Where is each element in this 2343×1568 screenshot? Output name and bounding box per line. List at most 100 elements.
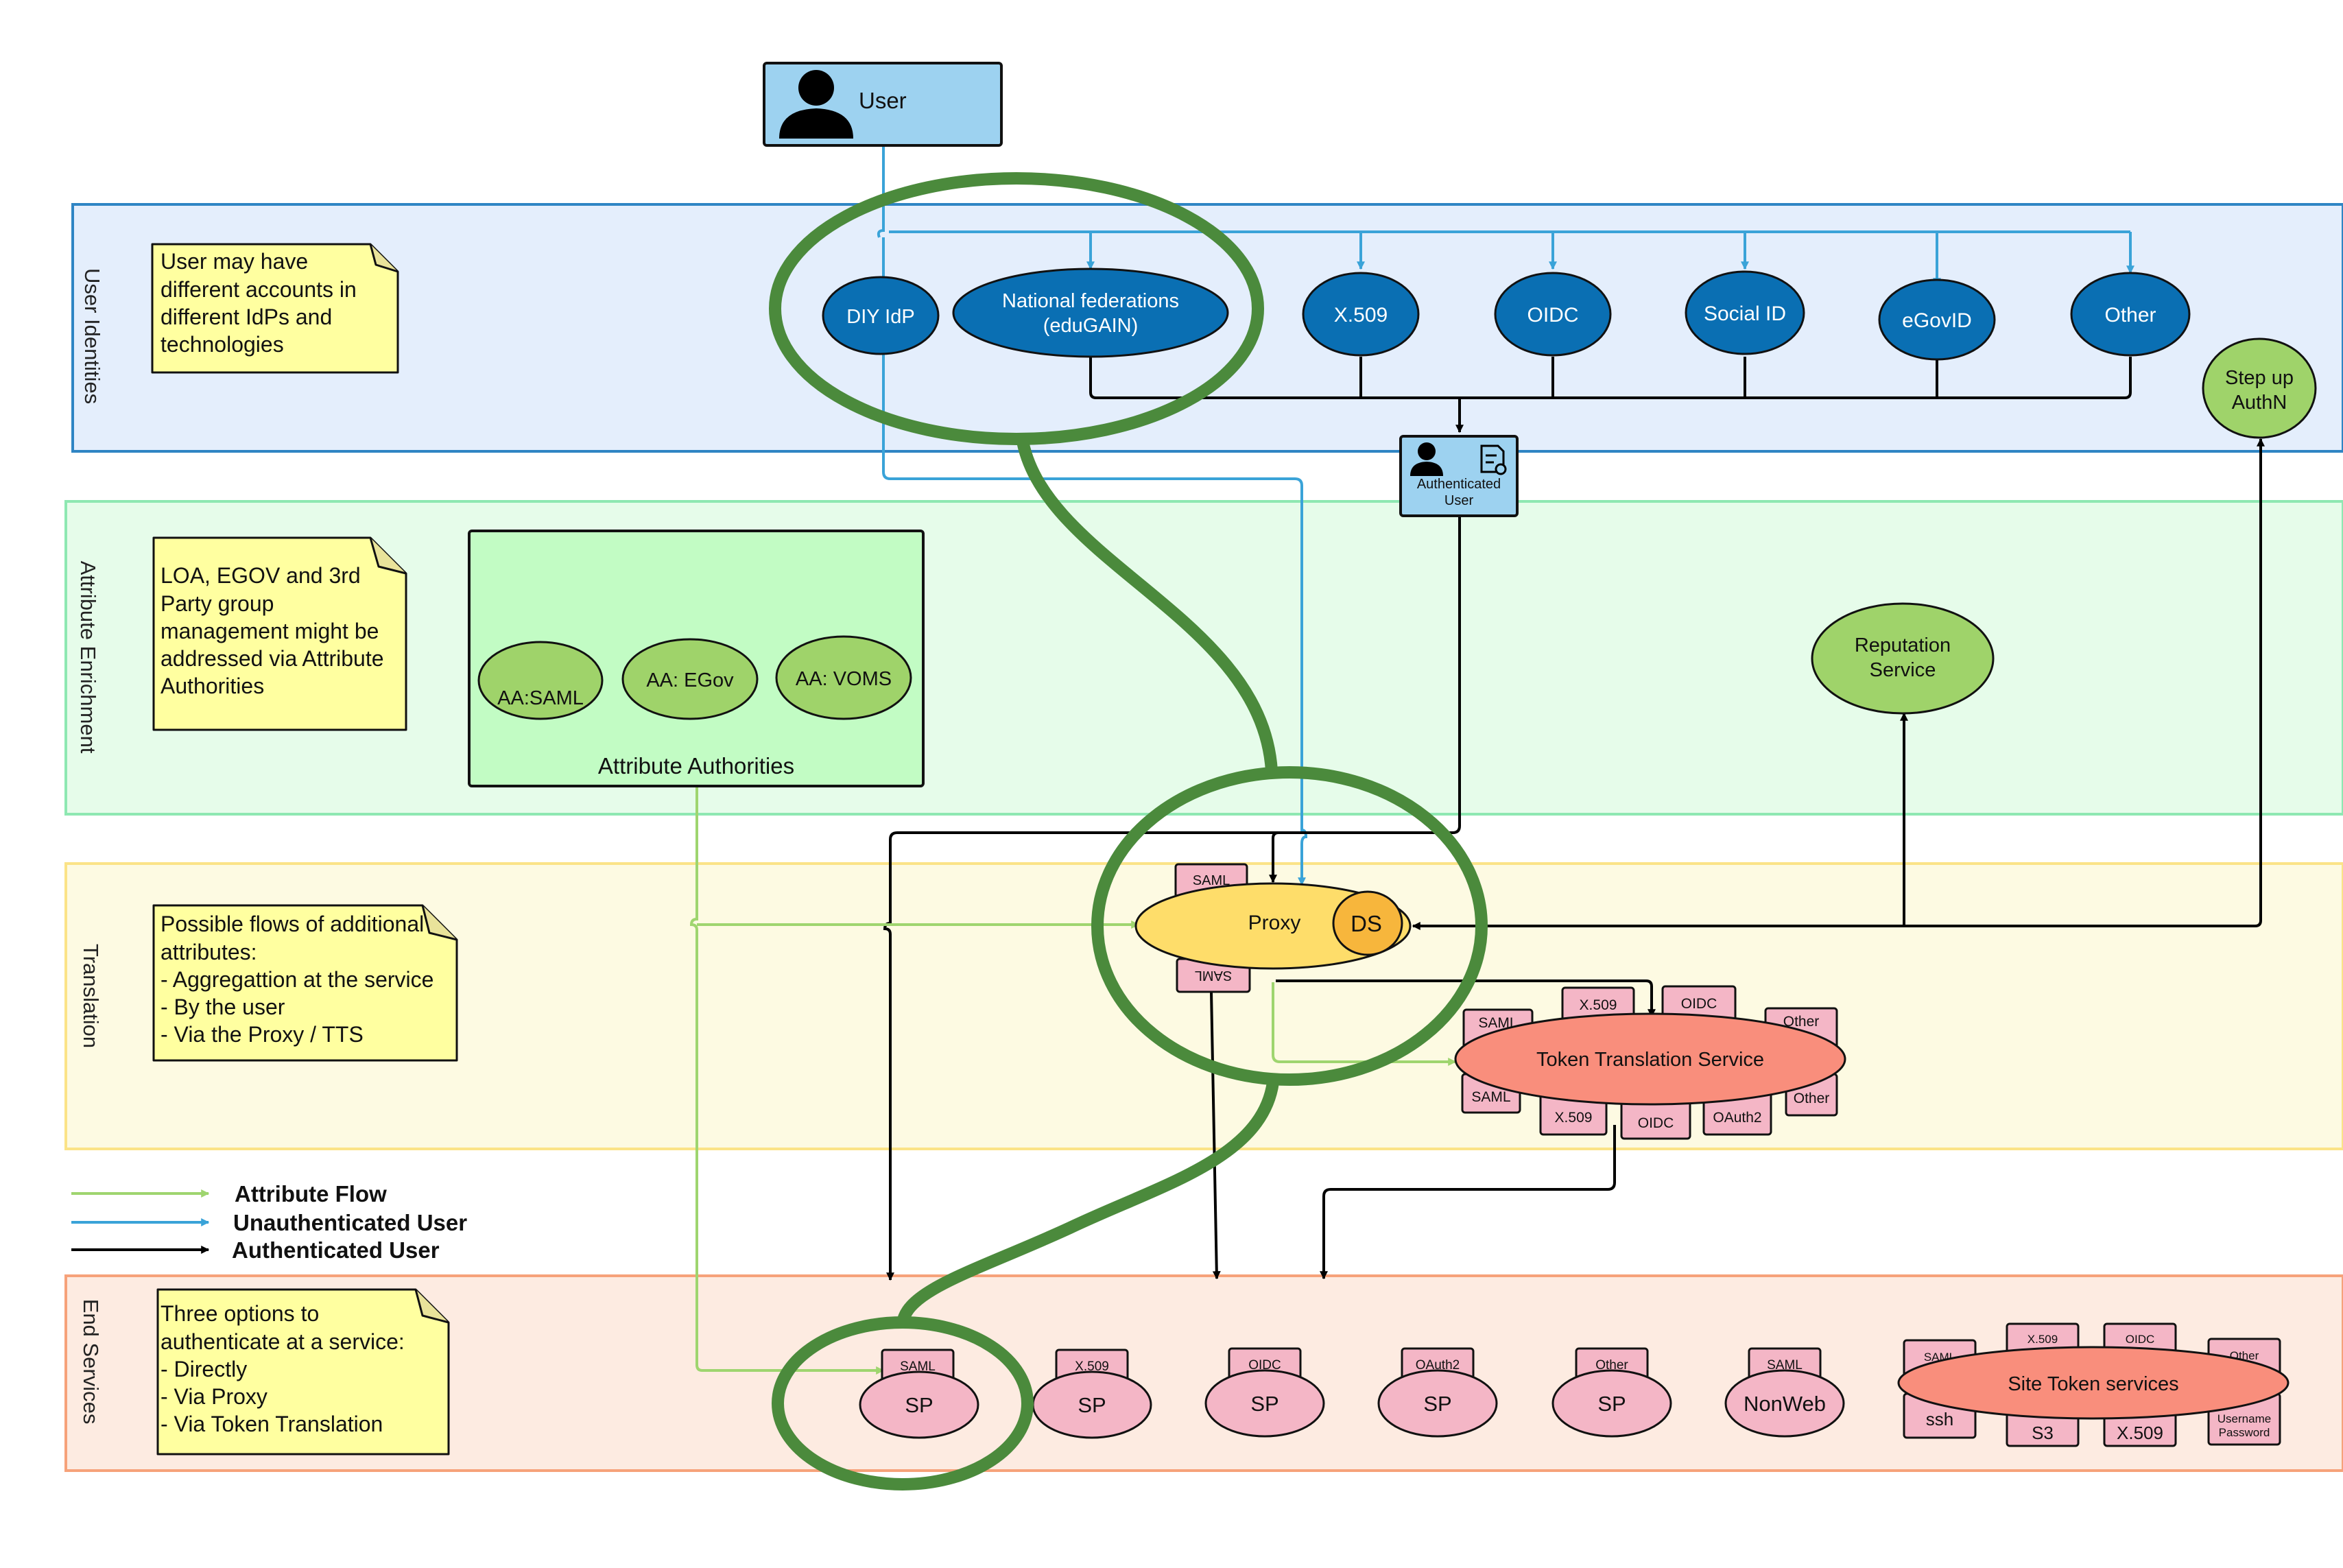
note-services-line: authenticate at a service: [160,1329,405,1354]
user-icon [779,70,853,139]
service-sp-oauth2[interactable]: OAuth2 SP [1377,1347,1498,1438]
service-tag-label: Other [1595,1358,1628,1373]
aa-voms[interactable]: AA: VOMS [775,635,912,720]
idp-diy[interactable]: DIY IdP [822,276,940,355]
note-identities-line: technologies [160,332,284,357]
idp-x509[interactable]: X.509 [1302,272,1420,357]
legend-attribute-flow: Attribute Flow [235,1181,387,1207]
note-enrichment-line: addressed via Attribute [160,646,384,671]
service-sp-other[interactable]: Other SP [1551,1347,1672,1438]
idp-national-label: National federations [1002,290,1179,312]
tts-tag-label: SAML [1478,1015,1517,1031]
aa-egov-label: AA: EGov [646,669,734,691]
site-token-tag-label: OIDC [2126,1333,2155,1346]
step-up-label: AuthN [2232,392,2287,414]
legend-unauthenticated: Unauthenticated User [233,1210,467,1235]
note-services: Three options to authenticate at a servi… [156,1288,450,1456]
lane-label-identities: User Identities [80,268,104,404]
reputation-label: Service [1870,659,1936,681]
service-label: SP [1250,1392,1278,1416]
service-label: SP [1078,1393,1106,1417]
authenticated-user-label: Authenticated [1417,477,1501,492]
tts-tag-label: X.509 [1555,1110,1593,1126]
note-translation-line: Possible flows of additional [160,912,424,936]
idp-egov[interactable]: eGovID [1878,278,1996,361]
token-translation-service[interactable]: SAML X.509 OIDC Other SAML X.509 OIDC OA… [1454,985,1846,1140]
note-identities-line: different IdPs and [160,305,332,329]
discovery-service[interactable]: DS [1332,890,1403,956]
note-identities: User may have different accounts in diff… [151,243,399,374]
note-services-line: - Directly [160,1357,247,1381]
note-enrichment-line: Authorities [160,674,264,698]
idp-diy-label: DIY IdP [846,306,914,328]
lane-label-translation: Translation [79,944,103,1048]
service-label: SP [1597,1392,1626,1416]
service-nonweb[interactable]: SAML NonWeb [1724,1347,1845,1438]
idp-social[interactable]: Social ID [1685,270,1805,355]
site-token-services[interactable]: SAML X.509 OIDC Other ssh S3 X.509 Usern… [1897,1322,2290,1447]
tts-tag-label: OAuth2 [1713,1110,1761,1126]
site-token-label: Site Token services [2008,1373,2178,1395]
note-translation-line: - By the user [160,995,285,1019]
site-token-tag-label: X.509 [2117,1423,2163,1443]
service-label: SP [905,1393,933,1417]
legend-authenticated: Authenticated User [232,1237,440,1263]
note-identities-line: User may have [160,249,308,274]
idp-x509-label: X.509 [1334,304,1388,326]
note-enrichment-line: LOA, EGOV and 3rd [160,563,361,588]
idp-oidc-label: OIDC [1527,304,1579,326]
attribute-authorities-title: Attribute Authorities [598,753,794,779]
note-services-line: Three options to [160,1301,319,1326]
service-tag-label: OAuth2 [1416,1358,1460,1373]
proxy[interactable]: SAML SAML Proxy DS [1134,863,1412,993]
proxy-tag-top-label: SAML [1193,873,1230,888]
tts-label: Token Translation Service [1536,1049,1764,1071]
service-sp-oidc[interactable]: OIDC SP [1204,1347,1325,1438]
idp-national-label: (eduGAIN) [1043,315,1139,337]
reputation-service[interactable]: Reputation Service [1811,602,1995,715]
user-icon [1410,442,1443,476]
attribute-flow-lines [689,786,1457,1375]
tts-tag-label: OIDC [1681,996,1717,1012]
aa-saml[interactable]: AA:SAML [477,641,604,720]
lane-label-enrichment: Attribute Enrichment [76,561,100,754]
service-tag-label: SAML [1767,1358,1803,1373]
highlight-annotation [769,172,1488,1490]
lane-label-services: End Services [79,1299,103,1425]
note-translation-line: attributes: [160,940,257,964]
authenticated-user-box[interactable]: Authenticated User [1399,435,1519,517]
note-enrichment-line: management might be [160,619,379,643]
aa-saml-label: AA:SAML [497,687,584,709]
note-services-line: - Via Proxy [160,1384,267,1409]
aa-egov[interactable]: AA: EGov [621,638,759,720]
ds-label: DS [1351,911,1382,936]
tts-tag-label: Other [1794,1091,1830,1106]
service-tag-label: X.509 [1075,1359,1109,1374]
user-box[interactable]: User [763,62,1003,147]
note-services-line: - Via Token Translation [160,1412,383,1436]
step-up-label: Step up [2225,367,2294,389]
service-sp-x509[interactable]: X.509 SP [1032,1349,1152,1439]
idp-social-label: Social ID [1704,302,1786,325]
authenticated-flow-lines [883,357,2265,1281]
site-token-tag-label: Username [2217,1412,2271,1425]
service-sp-saml[interactable]: SAML SP [859,1349,979,1439]
tts-tag-label: OIDC [1638,1115,1674,1131]
proxy-label: Proxy [1248,912,1301,934]
site-token-tag-label: X.509 [2027,1333,2058,1346]
unauthenticated-flow-lines [877,145,2134,886]
proxy-tag-bottom-label: SAML [1195,968,1232,983]
idp-oidc[interactable]: OIDC [1494,272,1612,357]
note-enrichment: LOA, EGOV and 3rd Party group management… [152,536,407,731]
note-translation: Possible flows of additional attributes:… [152,904,458,1062]
tts-tag-label: SAML [1471,1089,1510,1105]
step-up-authn[interactable]: Step up AuthN [2202,337,2317,439]
authenticated-user-label: User [1444,493,1474,508]
legend: Attribute Flow Unauthenticated User Auth… [71,1181,467,1263]
tts-tag-label: Other [1783,1014,1820,1030]
idp-egov-label: eGovID [1902,309,1972,332]
idp-national-federations[interactable]: National federations (eduGAIN) [952,268,1229,358]
idp-other[interactable]: Other [2070,272,2191,357]
note-translation-line: - Aggregattion at the service [160,967,433,992]
